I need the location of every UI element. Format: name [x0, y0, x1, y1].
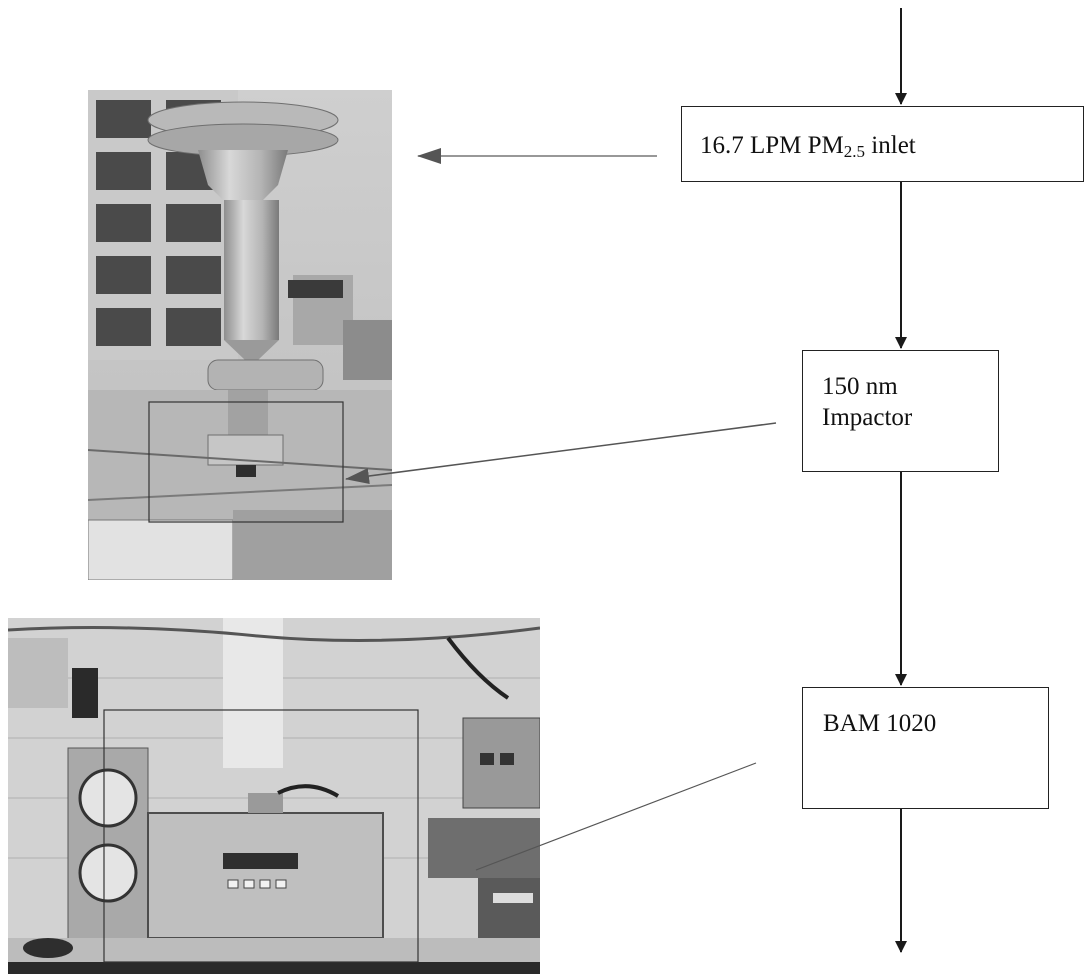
inlet-label: 16.7 LPM PM2.5 inlet: [700, 130, 916, 161]
bam-label: BAM 1020: [823, 708, 936, 739]
inlet-label-main: 16.7 LPM PM: [700, 132, 844, 159]
pointer-line-bam: [476, 763, 756, 870]
impactor-label-line2: Impactor: [822, 402, 992, 433]
bam-highlight-box: [104, 710, 418, 962]
bam-box: BAM 1020: [802, 687, 1049, 809]
impactor-label: 150 nm Impactor: [822, 371, 992, 433]
inlet-label-subscript: 2.5: [844, 142, 865, 161]
pointer-arrow-impactor: [346, 423, 776, 479]
impactor-box: 150 nm Impactor: [802, 350, 999, 472]
inlet-box: 16.7 LPM PM2.5 inlet: [681, 106, 1084, 182]
impactor-highlight-box: [149, 402, 343, 522]
inlet-label-tail: inlet: [865, 132, 916, 159]
impactor-label-line1: 150 nm: [822, 371, 992, 402]
